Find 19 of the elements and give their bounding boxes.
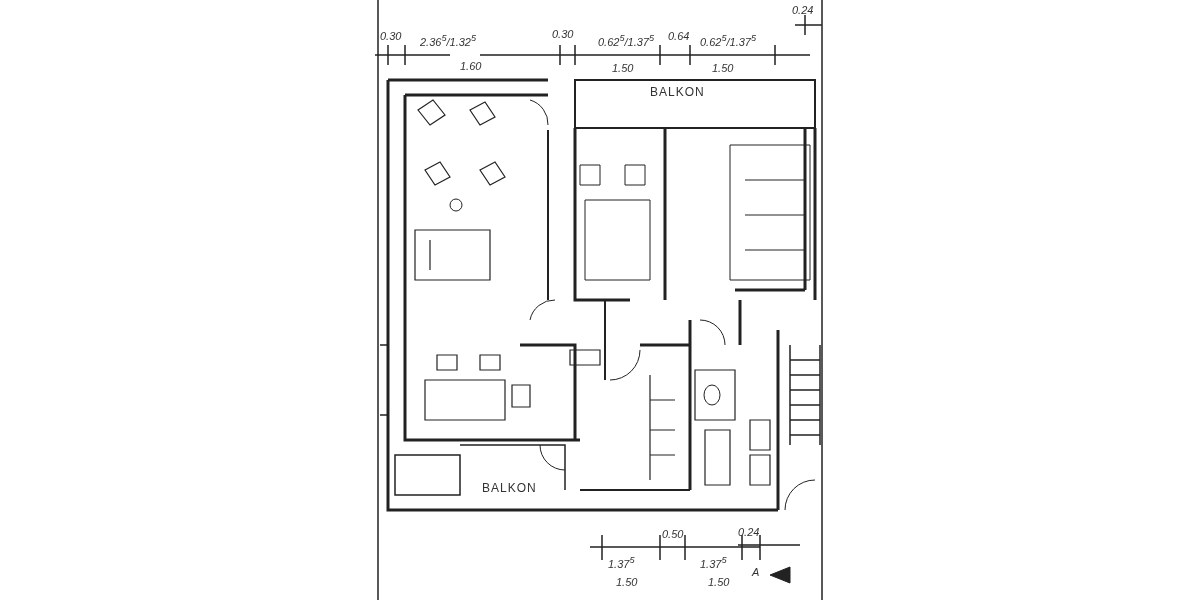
- dimension-text: 1.37$^{5}$: [700, 554, 727, 570]
- dimension-text: 0.30: [552, 28, 574, 40]
- dimension-text: 1.50: [612, 62, 634, 74]
- room-label: BALKON: [650, 86, 705, 98]
- dimension-text: 1.60: [460, 60, 482, 72]
- dimension-text: 0.64: [668, 30, 690, 42]
- room-label: BALKON: [482, 482, 537, 494]
- dimension-text: 0.50: [662, 528, 684, 540]
- dimension-text: 1.50: [712, 62, 734, 74]
- dimension-text: 1.37$^{5}$: [608, 554, 635, 570]
- dimension-text: 0.24: [792, 4, 814, 16]
- section-label: A: [752, 566, 760, 578]
- dimension-text: 0.30: [380, 30, 402, 42]
- dimension-text: 0.62$^{5}$/1.37$^{5}$: [598, 32, 655, 48]
- dimension-text: 1.50: [616, 576, 638, 588]
- dimension-text: 1.50: [708, 576, 730, 588]
- dimension-text: 0.62$^{5}$/1.37$^{5}$: [700, 32, 757, 48]
- dimension-text: 2.36$^{5}$/1.32$^{5}$: [420, 32, 477, 48]
- dimension-text: 0.24: [738, 526, 760, 538]
